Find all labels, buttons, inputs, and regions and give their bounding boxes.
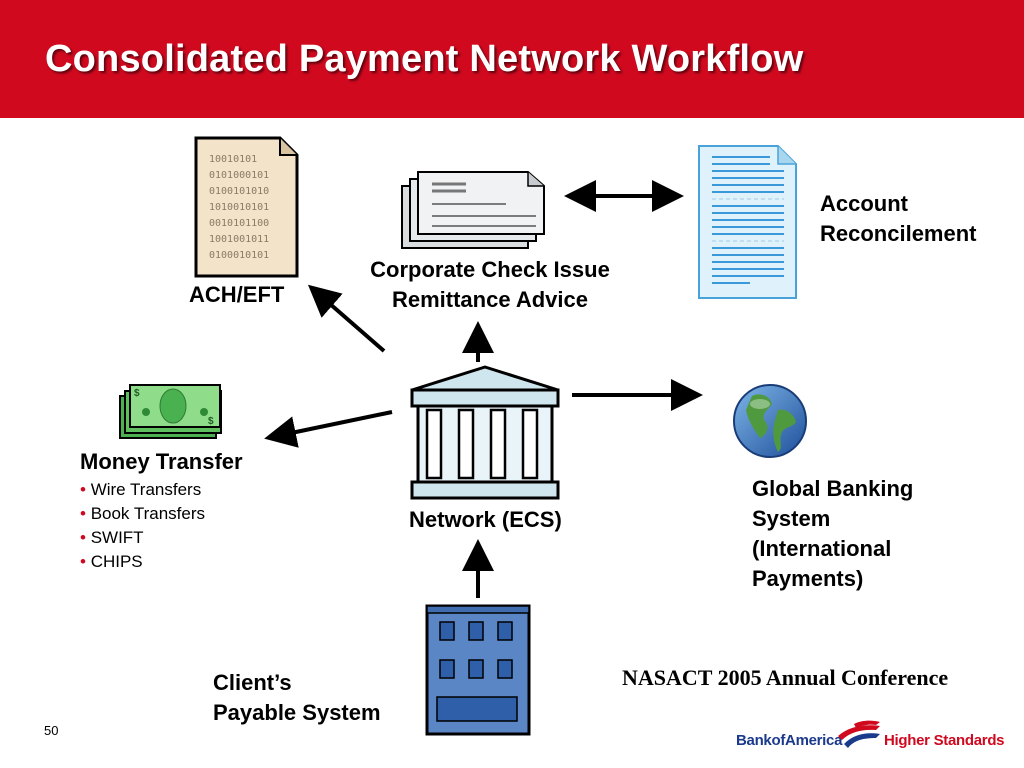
global-label-line1: Global Banking [752,476,914,501]
network-label: Network (ECS) [409,507,562,532]
global-banking-label: Global Banking System (International Pay… [752,474,913,594]
money-transfer-label: Money Transfer [80,449,243,474]
global-label-line3: (International [752,536,892,561]
client-label: Client’s Payable System [213,668,381,728]
list-item: • Book Transfers [80,504,206,523]
client-label-line2: Payable System [213,700,381,725]
money-transfer-list: • Wire Transfers • Book Transfers • SWIF… [80,478,205,574]
client-label-line1: Client’s [213,670,292,695]
svg-text:$: $ [208,416,214,427]
svg-text:$: $ [134,388,140,399]
arrow-to-money [264,410,393,448]
list-item: • SWIFT [80,528,144,547]
slide-title: Consolidated Payment Network Workflow [45,38,804,80]
check-stack-icon [401,171,545,249]
reconcile-label-line2: Reconcilement [820,221,977,246]
check-label-line2: Remittance Advice [391,287,589,312]
arrow-to-ach [307,284,386,353]
global-label-line2: System [752,506,831,531]
check-label: Corporate Check Issue Remittance Advice [340,255,640,315]
binary-line: 10010101 [209,154,257,165]
bank-of-america-logo: BankofAmerica Higher Standards [736,720,1006,756]
report-document-icon [698,145,797,299]
binary-line: 0100010101 [209,250,269,261]
ach-label: ACH/EFT [189,282,285,307]
binary-line: 1001001011 [209,234,269,245]
check-label-line1: Corporate Check Issue [370,257,610,282]
title-bar: Consolidated Payment Network Workflow [0,0,1024,118]
office-building-icon [425,604,531,736]
logo-tagline: Higher Standards [884,732,1005,749]
reconcile-label-line1: Account [820,191,908,216]
binary-line: 0010101100 [209,218,269,229]
page-number: 50 [44,723,59,738]
binary-line: 0101000101 [209,170,269,181]
binary-document-icon: 10010101 0101000101 0100101010 101001010… [194,136,299,278]
binary-line: 0100101010 [209,186,269,197]
list-item: • Wire Transfers [80,480,202,499]
money-icon: $ $ [119,384,222,439]
logo-bank-text: BankofAmerica [736,732,843,749]
bank-building-icon [410,365,560,500]
conference-footer: NASACT 2005 Annual Conference [622,665,949,690]
binary-line: 1010010101 [209,202,269,213]
globe-icon [733,384,807,458]
global-label-line4: Payments) [752,566,864,591]
reconcile-label: Account Reconcilement [820,189,977,249]
flag-logo-icon [838,720,880,748]
list-item: • CHIPS [80,552,143,571]
